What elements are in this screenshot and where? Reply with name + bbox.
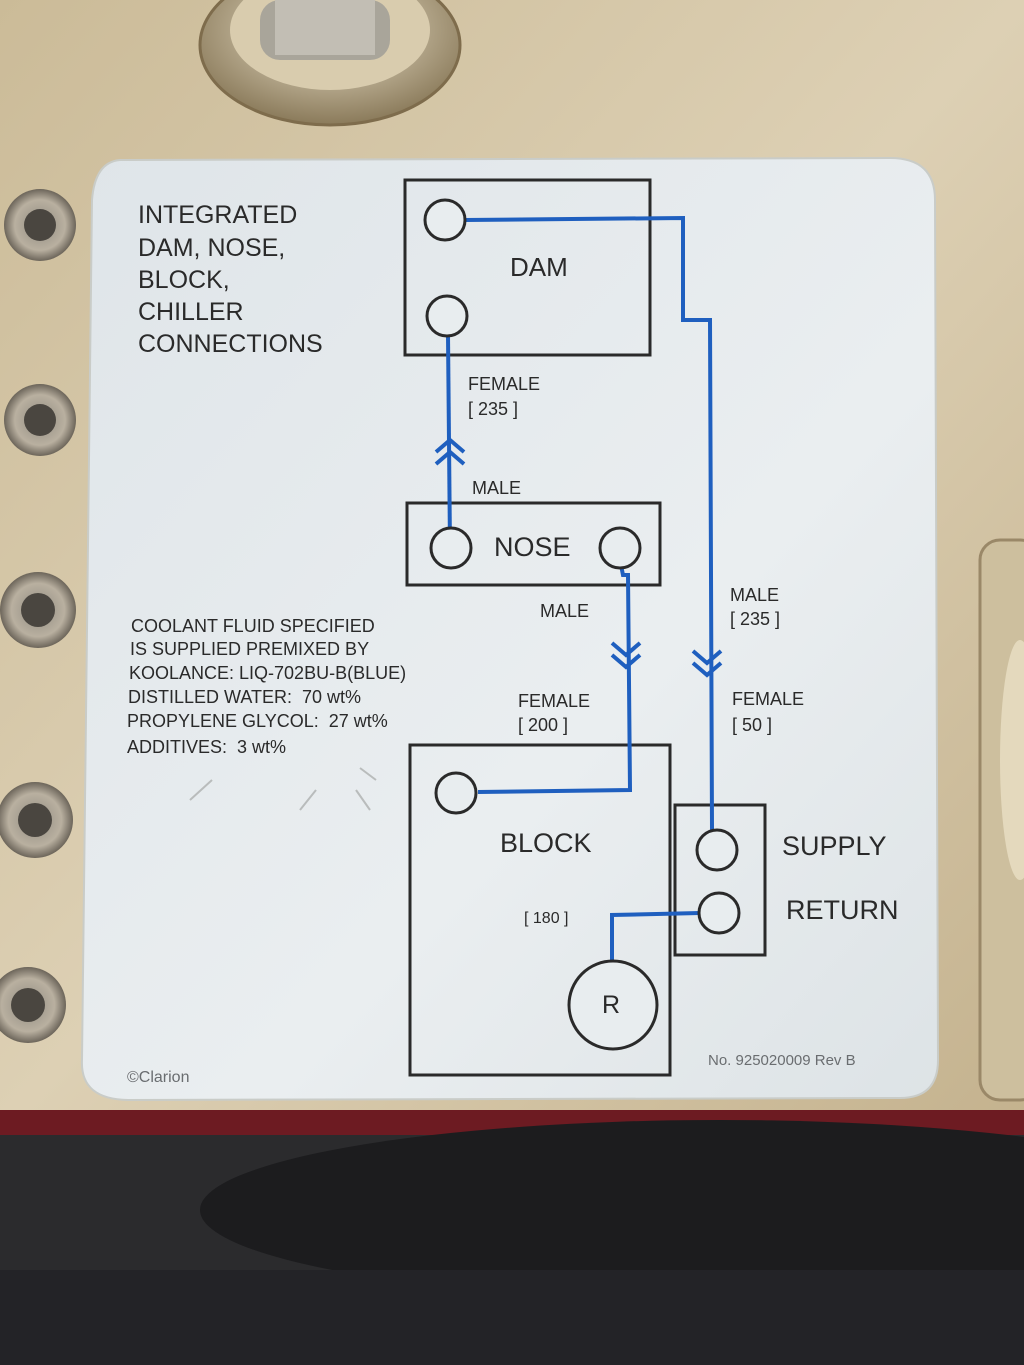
reservoir-label: R — [602, 991, 621, 1019]
coolant-line-1: COOLANT FLUID SPECIFIED — [131, 616, 375, 636]
base-opening — [200, 1120, 1024, 1300]
coolant-line-5: PROPYLENE GLYCOL: 27 wt% — [127, 711, 388, 731]
supply-male-label: MALE — [730, 585, 780, 605]
nose-label: NOSE — [494, 532, 571, 562]
supply-male-size: [ 235 ] — [730, 609, 781, 629]
title-line-2: DAM, NOSE, — [138, 234, 286, 262]
right-bracket — [978, 538, 1024, 1102]
return-size: [ 180 ] — [524, 910, 569, 927]
title-line-4: CHILLER — [138, 298, 244, 326]
block-female-size: [ 200 ] — [518, 715, 569, 735]
nose-male-down-label: MALE — [540, 601, 590, 621]
return-label: RETURN — [786, 895, 899, 925]
block-female-label: FEMALE — [518, 691, 591, 711]
part-number: No. 925020009 Rev B — [708, 1052, 856, 1069]
block-box — [408, 743, 672, 1077]
connection-ports — [423, 198, 741, 1051]
supply-female-size: [ 50 ] — [732, 715, 773, 735]
nose-male-up-label: MALE — [472, 478, 522, 498]
screw-column — [0, 189, 76, 1043]
supply-label: SUPPLY — [782, 831, 887, 861]
scratch-marks — [189, 767, 377, 811]
port-box — [673, 803, 767, 957]
block-label: BLOCK — [500, 828, 592, 858]
dam-female-label: FEMALE — [468, 374, 541, 394]
base-floor — [0, 1270, 1024, 1365]
maker-mark: ©Clarion — [127, 1069, 190, 1086]
dam-box — [403, 178, 652, 357]
title-line-3: BLOCK, — [138, 266, 230, 294]
coolant-line-6: ADDITIVES: 3 wt% — [127, 737, 287, 757]
coolant-line-2: IS SUPPLIED PREMIXED BY — [130, 639, 370, 659]
title-line-5: CONNECTIONS — [138, 330, 323, 358]
top-fitting — [198, 0, 462, 127]
supply-female-label: FEMALE — [732, 689, 805, 709]
nose-box — [405, 501, 662, 587]
coolant-line-3: KOOLANCE: LIQ-702BU-B(BLUE) — [129, 663, 407, 683]
dam-female-size: [ 235 ] — [468, 399, 519, 419]
dam-label: DAM — [510, 252, 568, 282]
title-line-1: INTEGRATED — [138, 201, 298, 229]
coolant-line-4: DISTILLED WATER: 70 wt% — [128, 687, 362, 707]
coolant-tubes — [446, 215, 714, 960]
